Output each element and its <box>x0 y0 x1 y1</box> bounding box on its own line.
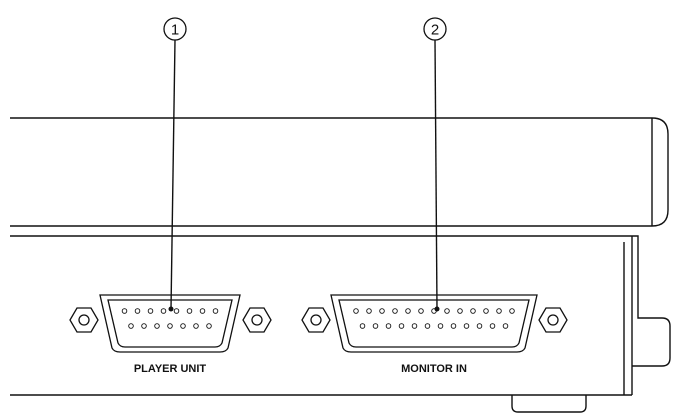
connector-pin <box>366 308 372 314</box>
connector-pin <box>379 308 385 314</box>
monitor-in-connector <box>301 294 568 353</box>
connector-pin <box>193 323 199 329</box>
hex-screw-icon <box>69 307 99 333</box>
connector-pin <box>424 323 431 329</box>
connector-pin <box>437 323 444 329</box>
player-unit-connector <box>69 294 272 353</box>
connector-pin <box>206 323 212 329</box>
connector-pin <box>450 323 457 329</box>
device-housing <box>10 117 671 413</box>
player-unit-label: PLAYER UNIT <box>134 363 207 375</box>
connector-pin <box>489 323 496 329</box>
connector-pin <box>502 323 509 329</box>
connector-pin <box>141 323 147 329</box>
connector-pin <box>457 308 463 314</box>
connector-pin <box>199 308 206 314</box>
connector-pins <box>121 308 219 329</box>
connector-pin <box>392 308 398 314</box>
hex-screw-icon <box>301 307 331 333</box>
connector-pin <box>167 323 173 329</box>
callout-number: 2 <box>431 22 439 39</box>
connector-pins <box>353 308 515 329</box>
connector-pin <box>496 308 502 314</box>
connector-pin <box>418 308 424 314</box>
callout-2: 2 <box>423 17 447 312</box>
connector-pin <box>411 323 418 329</box>
connector-pin <box>385 323 392 329</box>
connector-pin <box>186 308 193 314</box>
connector-pin <box>398 323 405 329</box>
connector-pin <box>128 323 134 329</box>
connector-pin <box>372 323 379 329</box>
connector-pin <box>147 308 154 314</box>
connector-pin <box>212 308 219 314</box>
connector-pin <box>405 308 411 314</box>
connector-pin <box>160 308 167 314</box>
connector-pin <box>134 308 141 314</box>
connector-pin <box>463 323 470 329</box>
connector-pin <box>359 323 366 329</box>
connector-pin <box>483 308 489 314</box>
callout-1: 1 <box>163 17 187 312</box>
callout-number: 1 <box>171 22 179 39</box>
connector-pin <box>470 308 476 314</box>
connector-pin <box>444 308 450 314</box>
connector-pin <box>121 308 128 314</box>
connector-pin <box>173 308 180 314</box>
monitor-in-label: MONITOR IN <box>401 363 467 375</box>
connector-pin <box>154 323 160 329</box>
connector-pin <box>180 323 186 329</box>
connector-pin <box>476 323 483 329</box>
hex-screw-icon <box>538 307 568 333</box>
connector-pin <box>353 308 359 314</box>
hex-screw-icon <box>242 307 272 333</box>
connector-pin <box>509 308 515 314</box>
